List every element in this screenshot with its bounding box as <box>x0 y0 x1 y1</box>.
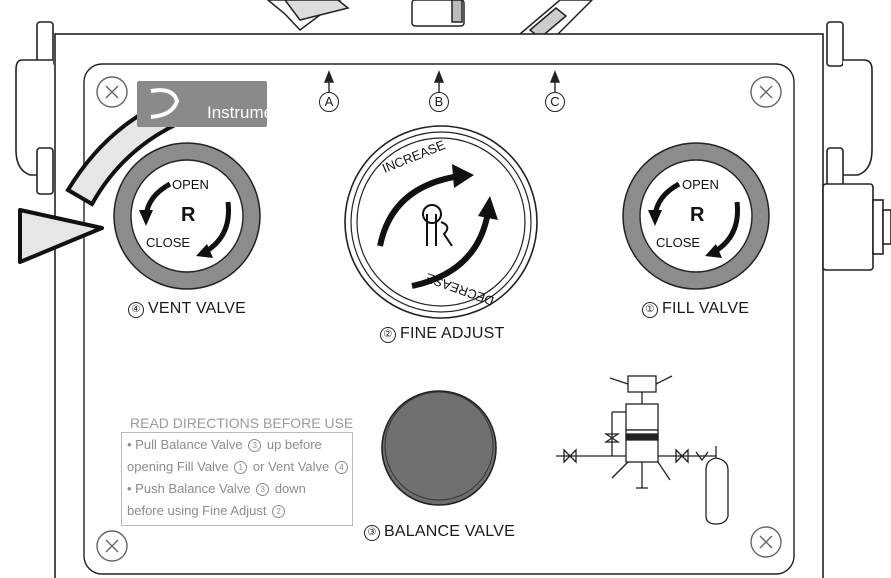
directions-line-1-number: 3 <box>248 439 262 452</box>
fill-valve-text: FILL VALVE <box>662 300 750 317</box>
logo-marks <box>422 204 453 247</box>
directions-line-3-end: down <box>274 481 306 496</box>
directions-line-1-end: up before <box>266 437 322 452</box>
directions-line-4-text: before using Fine Adjust <box>127 503 267 518</box>
vent-open-label: OPEN <box>172 177 209 192</box>
directions-line-2-mid: or Vent Valve <box>252 459 330 474</box>
directions-line-1: • Pull Balance Valve 3 up before <box>127 437 322 452</box>
port-c: C <box>545 92 565 112</box>
panel-face <box>83 63 795 575</box>
corner-screws <box>96 76 782 562</box>
balance-valve-knob <box>381 390 497 506</box>
directions-line-2-text: opening Fill Valve <box>127 459 229 474</box>
fill-valve-number: ① <box>642 302 658 318</box>
left-handle <box>15 21 54 195</box>
fill-logo-letter: R <box>690 204 705 226</box>
directions-line-3-number: 3 <box>256 483 270 496</box>
fill-open-label: OPEN <box>682 177 719 192</box>
directions-line-1-text: • Pull Balance Valve <box>127 437 243 452</box>
port-b: B <box>429 92 449 112</box>
balance-valve-text: BALANCE VALVE <box>384 523 515 540</box>
right-handle <box>822 21 891 271</box>
directions-line-2-number-2: 4 <box>334 461 348 474</box>
brand-logo: Instruments <box>137 81 296 127</box>
pneumatic-schematic <box>556 375 729 525</box>
directions-line-3: • Push Balance Valve 3 down <box>127 481 306 496</box>
fill-valve-knob <box>622 142 770 290</box>
balance-valve-number: ③ <box>364 525 380 541</box>
fill-close-label: CLOSE <box>656 235 701 250</box>
vent-valve-text: VENT VALVE <box>148 300 247 317</box>
directions-line-4-number: 2 <box>272 505 286 518</box>
directions-box <box>121 432 353 526</box>
directions-line-2-number-1: 1 <box>234 461 248 474</box>
directions-line-3-text: • Push Balance Valve <box>127 481 251 496</box>
directions-line-4: before using Fine Adjust 2 <box>127 503 287 518</box>
port-a: A <box>319 92 339 112</box>
brand-name: Instruments <box>207 103 296 122</box>
directions-title: READ DIRECTIONS BEFORE USE <box>130 415 354 431</box>
directions-line-2: opening Fill Valve 1 or Vent Valve 4 <box>127 459 350 474</box>
vent-logo-letter: R <box>181 204 196 226</box>
fine-adjust-text: FINE ADJUST <box>400 325 505 342</box>
vent-close-label: CLOSE <box>146 235 191 250</box>
brand-mark-icon <box>150 88 180 119</box>
port-arrows <box>323 70 561 92</box>
vent-valve-number: ④ <box>128 302 144 318</box>
vent-valve-knob <box>113 142 261 290</box>
fine-adjust-number: ② <box>380 327 396 343</box>
